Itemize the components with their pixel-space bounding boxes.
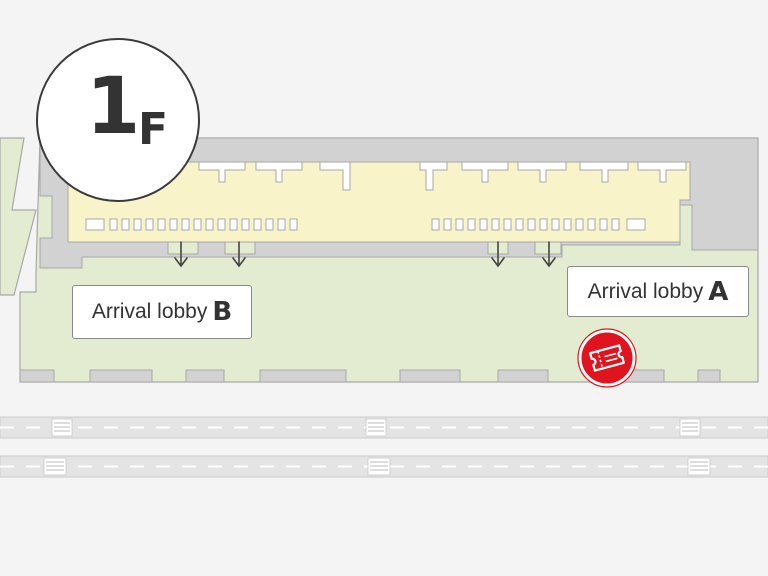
counters-right [431,218,646,231]
counters-left [85,218,298,231]
arrival-lobby-a-label[interactable]: Arrival lobby A [567,266,749,317]
lobby-label-text: Arrival lobby [587,279,704,303]
jet-bridges [198,161,687,191]
floor-suffix: F [138,104,169,155]
floor-indicator: 1 F [36,38,200,202]
road-lower [0,455,768,478]
ticket-icon[interactable] [577,328,637,388]
road-upper [0,416,768,439]
floor-number: 1 [86,62,141,152]
lobby-letter: B [212,297,233,327]
lobby-label-text: Arrival lobby [91,300,208,323]
arrival-lobby-b-label[interactable]: Arrival lobby B [72,285,252,339]
arrow-down-icon [174,241,556,268]
bottom-walls [19,369,721,383]
lobby-letter: A [708,276,729,307]
left-building-strip [0,137,37,296]
